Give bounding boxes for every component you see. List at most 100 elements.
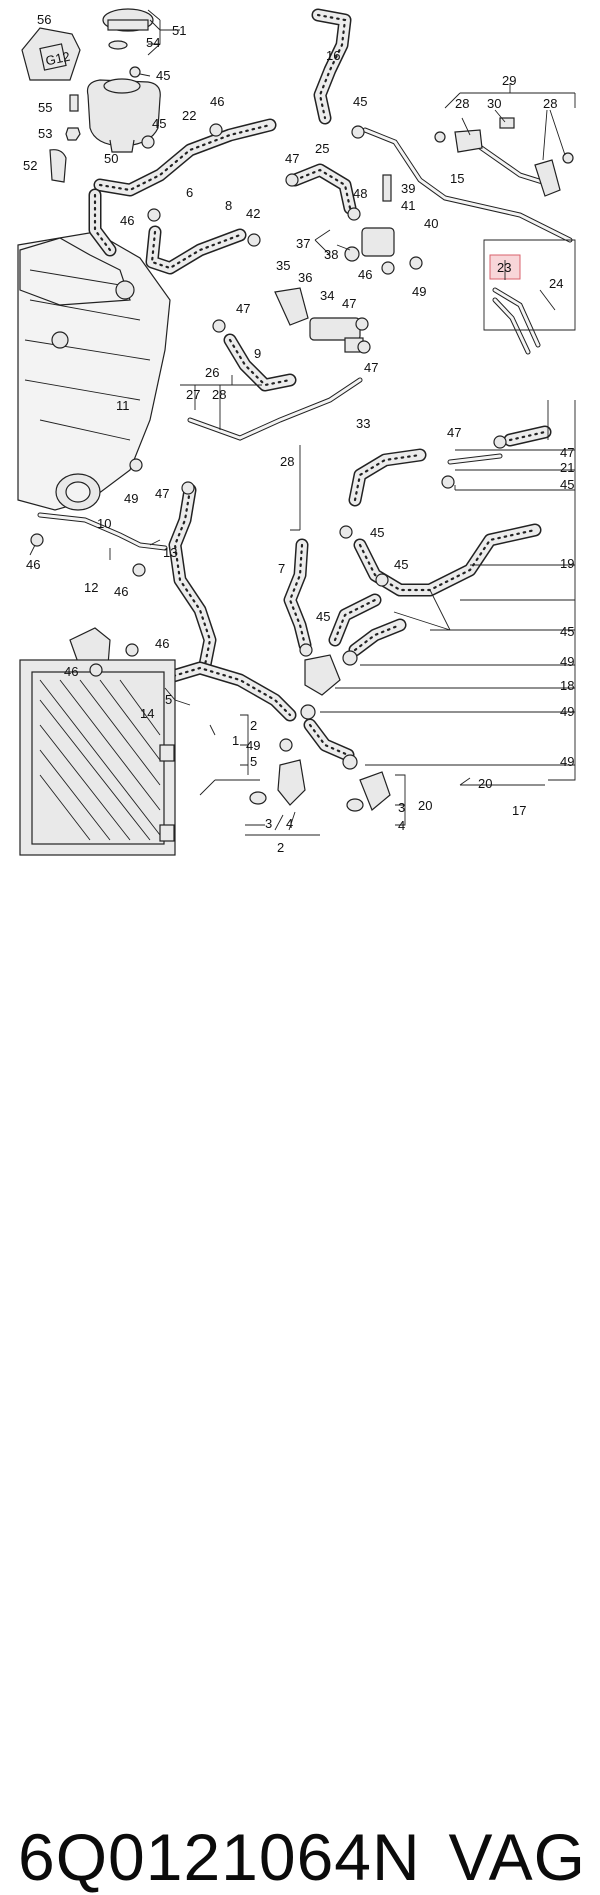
radiator [19, 659, 176, 856]
part-number-label: 6Q0121064N [18, 1820, 421, 1894]
cooling-system-exploded-diagram: G12 [17, 8, 576, 856]
callout-54: 54 [146, 35, 160, 50]
coolant-expansion-tank [86, 78, 161, 153]
callout-40: 40 [424, 216, 438, 231]
callout-21: 21 [560, 460, 574, 475]
callout-47: 47 [285, 151, 299, 166]
callout-5: 5 [250, 754, 257, 769]
callout-38: 38 [324, 247, 338, 262]
expansion-tank-cap [102, 8, 154, 50]
callout-47: 47 [364, 360, 378, 375]
callout-27: 27 [186, 387, 200, 402]
callout-47: 47 [236, 301, 250, 316]
callout-45: 45 [156, 68, 170, 83]
callout-14: 14 [140, 706, 154, 721]
callout-2: 2 [277, 840, 284, 855]
callout-18: 18 [560, 678, 574, 693]
callout-11: 11 [116, 398, 130, 413]
callout-33: 33 [356, 416, 370, 431]
callout-49: 49 [124, 491, 138, 506]
callout-28: 28 [212, 387, 226, 402]
callout-45: 45 [394, 557, 408, 572]
callout-17: 17 [512, 803, 526, 818]
hose-clamps [30, 66, 507, 770]
connector-18 [304, 654, 341, 696]
svg-text:G12: G12 [44, 49, 71, 69]
callout-52: 52 [23, 158, 37, 173]
callout-29: 29 [502, 73, 516, 88]
heater-connection-28-30 [434, 117, 574, 197]
thermostat-housing-37 [344, 174, 395, 262]
callout-24: 24 [549, 276, 563, 291]
callout-49: 49 [560, 754, 574, 769]
callout-3: 3 [265, 816, 272, 831]
callout-2: 2 [250, 718, 257, 733]
callout-35: 35 [276, 258, 290, 273]
callout-12: 12 [84, 580, 98, 595]
callout-7: 7 [278, 561, 285, 576]
callout-46: 46 [26, 557, 40, 572]
callout-36: 36 [298, 270, 312, 285]
callout-46: 46 [358, 267, 372, 282]
sensor-parts-55-53-52 [49, 94, 81, 183]
callout-20: 20 [478, 776, 492, 791]
callout-42: 42 [246, 206, 260, 221]
callout-51: 51 [172, 23, 186, 38]
callout-15: 15 [450, 171, 464, 186]
engine-block [17, 231, 171, 511]
callout-6: 6 [186, 185, 193, 200]
callout-45: 45 [152, 116, 166, 131]
callout-20: 20 [418, 798, 432, 813]
leader-lines [29, 9, 576, 836]
callout-9: 9 [254, 346, 261, 361]
callout-49: 49 [560, 704, 574, 719]
callout-45: 45 [316, 609, 330, 624]
callout-46: 46 [210, 94, 224, 109]
callout-46: 46 [64, 664, 78, 679]
callout-46: 46 [114, 584, 128, 599]
callout-46: 46 [120, 213, 134, 228]
flange-2-3 [249, 759, 391, 812]
callout-55: 55 [38, 100, 52, 115]
callout-5: 5 [165, 692, 172, 707]
callout-45: 45 [353, 94, 367, 109]
callout-4: 4 [286, 816, 293, 831]
callout-56: 56 [37, 12, 51, 27]
callout-46: 46 [155, 636, 169, 651]
callout-39: 39 [401, 181, 415, 196]
callout-19: 19 [560, 556, 574, 571]
coolant-bottle-g12: G12 [21, 27, 81, 81]
callout-16: 16 [326, 48, 340, 63]
callout-45: 45 [560, 624, 574, 639]
callout-45: 45 [560, 477, 574, 492]
callout-37: 37 [296, 236, 310, 251]
callout-47: 47 [447, 425, 461, 440]
coolant-hoses [88, 8, 552, 762]
callout-49: 49 [560, 654, 574, 669]
coolant-pipes [37, 127, 573, 551]
callout-4: 4 [398, 818, 405, 833]
callout-1: 1 [232, 733, 239, 748]
callout-28: 28 [280, 454, 294, 469]
callout-23: 23 [497, 260, 511, 275]
callout-3: 3 [398, 800, 405, 815]
callout-47: 47 [155, 486, 169, 501]
callout-22: 22 [182, 108, 196, 123]
callout-50: 50 [104, 151, 118, 166]
callout-labels: 56 54 51 45 16 29 28 30 28 55 53 52 50 4… [23, 12, 574, 855]
callout-48: 48 [353, 186, 367, 201]
callout-10: 10 [97, 516, 111, 531]
callout-13: 13 [163, 545, 177, 560]
callout-26: 26 [205, 365, 219, 380]
callout-34: 34 [320, 288, 334, 303]
callout-47: 47 [342, 296, 356, 311]
caption-bar: 6Q0121064N VAG [0, 905, 600, 1894]
brand-label: VAG [448, 1820, 586, 1894]
callout-45: 45 [370, 525, 384, 540]
callout-8: 8 [225, 198, 232, 213]
callout-49: 49 [412, 284, 426, 299]
callout-28: 28 [543, 96, 557, 111]
callout-49: 49 [246, 738, 260, 753]
callout-28: 28 [455, 96, 469, 111]
callout-53: 53 [38, 126, 52, 141]
